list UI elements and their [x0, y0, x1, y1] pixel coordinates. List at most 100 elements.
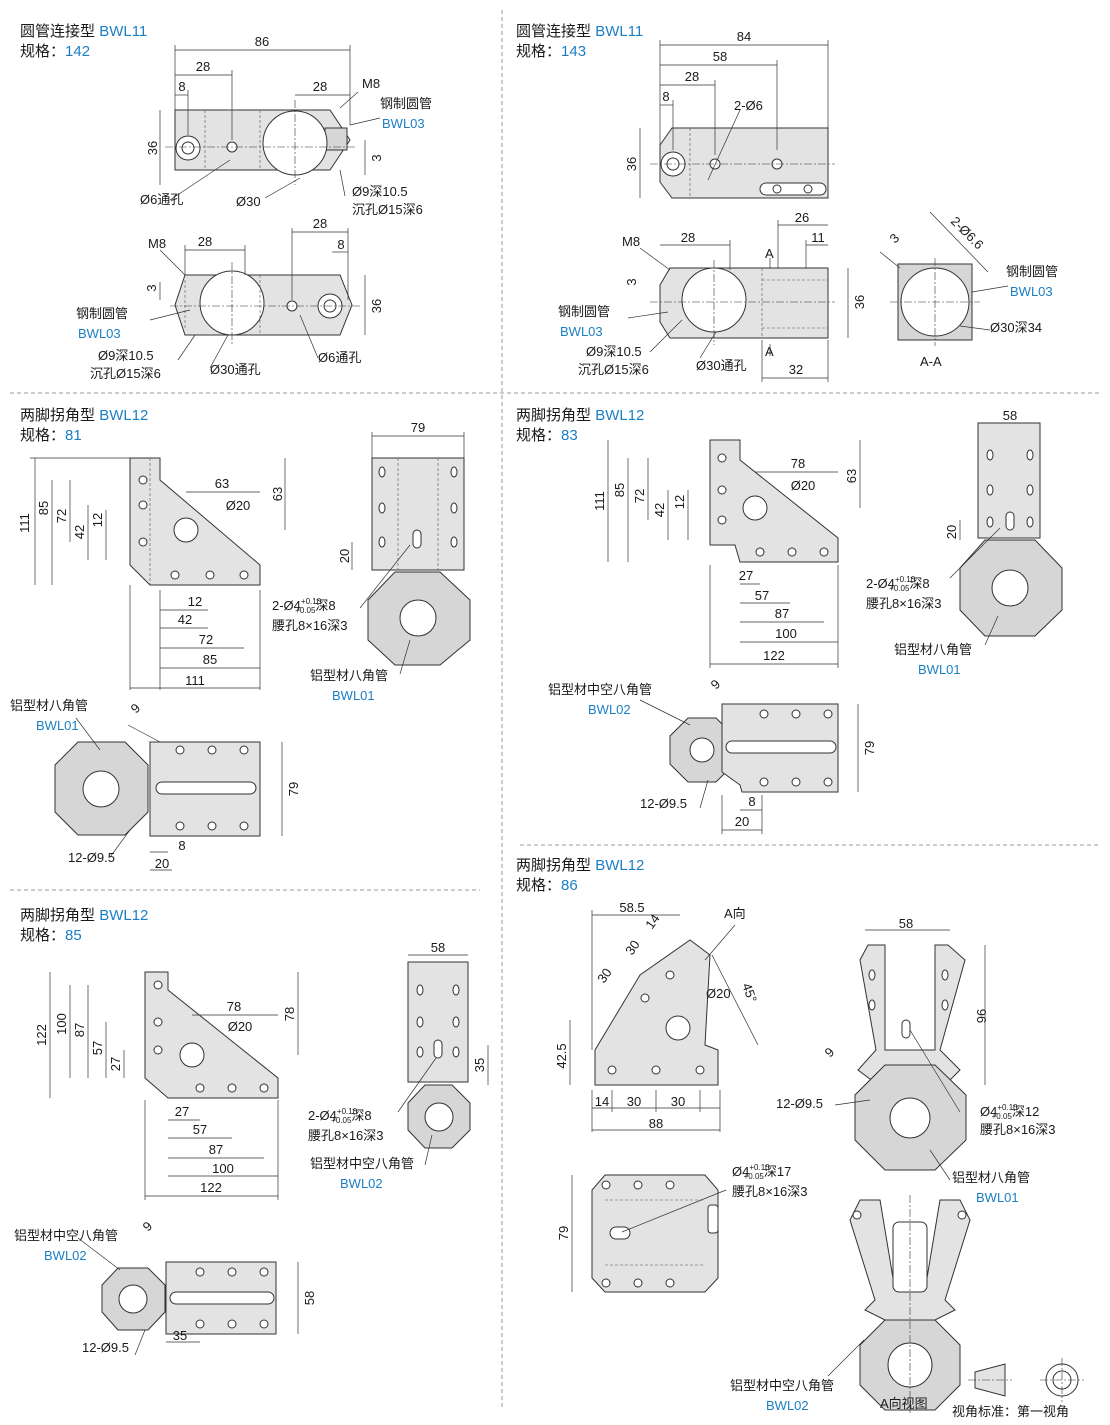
label-slot-hole: 2-Ø4+0.10+0.05深8	[308, 1107, 372, 1125]
dim-8: 8	[178, 79, 185, 94]
dim-88: 88	[649, 1116, 663, 1131]
dim-96: 96	[974, 1009, 989, 1023]
code-bwl01: BWL01	[332, 688, 375, 703]
dim-42: 42	[72, 525, 87, 539]
dim-78: 78	[282, 1007, 297, 1021]
dim-111: 111	[185, 673, 205, 688]
dim-28: 28	[681, 230, 695, 245]
spec-label: 规格：	[516, 877, 562, 894]
code-bwl01: BWL01	[36, 718, 79, 733]
dim-79: 79	[862, 741, 877, 755]
section-title-85: 两脚拐角型 BWL12 规格：85	[20, 906, 148, 946]
dim-28: 28	[198, 234, 212, 249]
code-bwl03: BWL03	[382, 116, 425, 131]
dim-d20: Ø20	[791, 478, 816, 493]
dim-20: 20	[337, 549, 352, 563]
type-code: BWL12	[99, 907, 149, 924]
drawing-81-main: 111 85 72 42 12 63 Ø20 63 12 42 72 85 11…	[17, 457, 286, 690]
code-bwl03: BWL03	[1010, 284, 1053, 299]
label-waist-hole: 腰孔8×16深3	[866, 596, 942, 611]
dim-36: 36	[369, 299, 384, 313]
spec-value: 86	[561, 877, 578, 894]
label-slot-hole: 2-Ø4+0.10+0.05深8	[272, 597, 336, 615]
drawing-83-main: 111 85 72 42 12 78 Ø20 63 27 57 87 100 1…	[592, 439, 861, 668]
label-12-holes: 12-Ø9.5	[640, 796, 687, 811]
dim-26: 26	[795, 210, 809, 225]
dim-3: 3	[887, 230, 903, 246]
type-label: 两脚拐角型	[20, 907, 96, 924]
dim-28: 28	[313, 79, 327, 94]
label-hole-6: Ø6通孔	[140, 192, 183, 207]
dim-9: 9	[128, 700, 144, 716]
dim-8: 8	[662, 89, 669, 104]
label-steel-tube: 钢制圆管	[76, 306, 128, 321]
dim-84: 84	[737, 29, 751, 44]
dim-57: 57	[193, 1122, 207, 1137]
legend-label: 视角标准：第一视角	[952, 1404, 1069, 1419]
label-hole-6: Ø6通孔	[318, 350, 361, 365]
dim-122: 122	[763, 648, 785, 663]
dim-9: 9	[822, 1044, 838, 1060]
drawing-85-bottom: 9 58 铝型材中空八角管 BWL02 12-Ø9.5 35	[14, 1218, 317, 1356]
label-12-holes: 12-Ø9.5	[82, 1340, 129, 1355]
label-profile: 铝型材八角管	[952, 1170, 1030, 1185]
drawing-143-top: 84 58 28 8 2-Ø6 36	[624, 29, 835, 199]
dim-30: 30	[627, 1094, 641, 1109]
dim-42-5: 42.5	[554, 1043, 569, 1068]
dim-28: 28	[685, 69, 699, 84]
code-bwl03: BWL03	[560, 324, 603, 339]
dim-30: 30	[671, 1094, 685, 1109]
dim-111: 111	[17, 513, 32, 533]
dim-58: 58	[431, 940, 445, 955]
drawing-142-top: 86 28 8 28 M8 36 3 钢制圆管 BWL03 Ø6通孔 Ø30 Ø…	[140, 34, 432, 217]
dim-86: 86	[255, 34, 269, 49]
dim-111: 111	[592, 491, 607, 511]
dim-63: 63	[270, 487, 285, 501]
label-counterbore: 沉孔Ø15深6	[90, 366, 161, 381]
dim-27: 27	[108, 1057, 123, 1071]
dim-32: 32	[789, 362, 803, 377]
label-a-view: A向视图	[880, 1396, 928, 1411]
dim-30: 30	[594, 965, 615, 985]
type-label: 两脚拐角型	[20, 407, 96, 424]
dim-14: 14	[642, 911, 663, 931]
dim-57: 57	[755, 588, 769, 603]
label-profile: 铝型材中空八角管	[310, 1156, 414, 1171]
drawing-83-bottom: 9 79 铝型材中空八角管 BWL02 12-Ø9.5 8 20	[548, 676, 877, 834]
dim-9: 9	[708, 676, 724, 692]
dim-87: 87	[72, 1023, 87, 1037]
label-slot-hole: 2-Ø4+0.10+0.05深8	[866, 575, 930, 593]
section-title-86: 两脚拐角型 BWL12 规格：86	[516, 856, 644, 896]
dim-3: 3	[144, 284, 159, 291]
section-title-81: 两脚拐角型 BWL12 规格：81	[20, 406, 148, 446]
label-12-holes: 12-Ø9.5	[68, 850, 115, 865]
dim-d20: Ø20	[706, 986, 731, 1001]
label-steel-tube: 钢制圆管	[1006, 264, 1058, 279]
label-2-holes: 2-Ø6	[734, 98, 763, 113]
section-title-83: 两脚拐角型 BWL12 规格：83	[516, 406, 644, 446]
dim-85: 85	[612, 483, 627, 497]
dim-63: 63	[844, 469, 859, 483]
label-counterbore: 沉孔Ø15深6	[352, 202, 423, 217]
dim-58: 58	[713, 49, 727, 64]
thread-m8: M8	[362, 76, 380, 91]
spec-label: 规格：	[20, 927, 66, 944]
drawing-143-section-aa: 2-Ø6.6 3 钢制圆管 BWL03 Ø30深34 A-A	[879, 211, 1058, 369]
type-code: BWL11	[595, 23, 644, 40]
label-steel-tube: 钢制圆管	[558, 304, 610, 319]
dim-42: 42	[652, 503, 667, 517]
dim-57: 57	[90, 1041, 105, 1055]
dim-d20: Ø20	[226, 498, 251, 513]
spec-value: 143	[561, 43, 587, 60]
code-bwl03: BWL03	[78, 326, 121, 341]
section-title-142: 圆管连接型 BWL11 规格：142	[20, 22, 147, 62]
dim-27: 27	[739, 568, 753, 583]
dim-63: 63	[215, 476, 229, 491]
dim-58: 58	[899, 916, 913, 931]
dim-28: 28	[313, 216, 327, 231]
dim-3: 3	[369, 154, 384, 161]
label-profile: 铝型材八角管	[894, 642, 972, 657]
dim-79: 79	[286, 782, 301, 796]
dim-72: 72	[199, 632, 213, 647]
dim-87: 87	[209, 1142, 223, 1157]
